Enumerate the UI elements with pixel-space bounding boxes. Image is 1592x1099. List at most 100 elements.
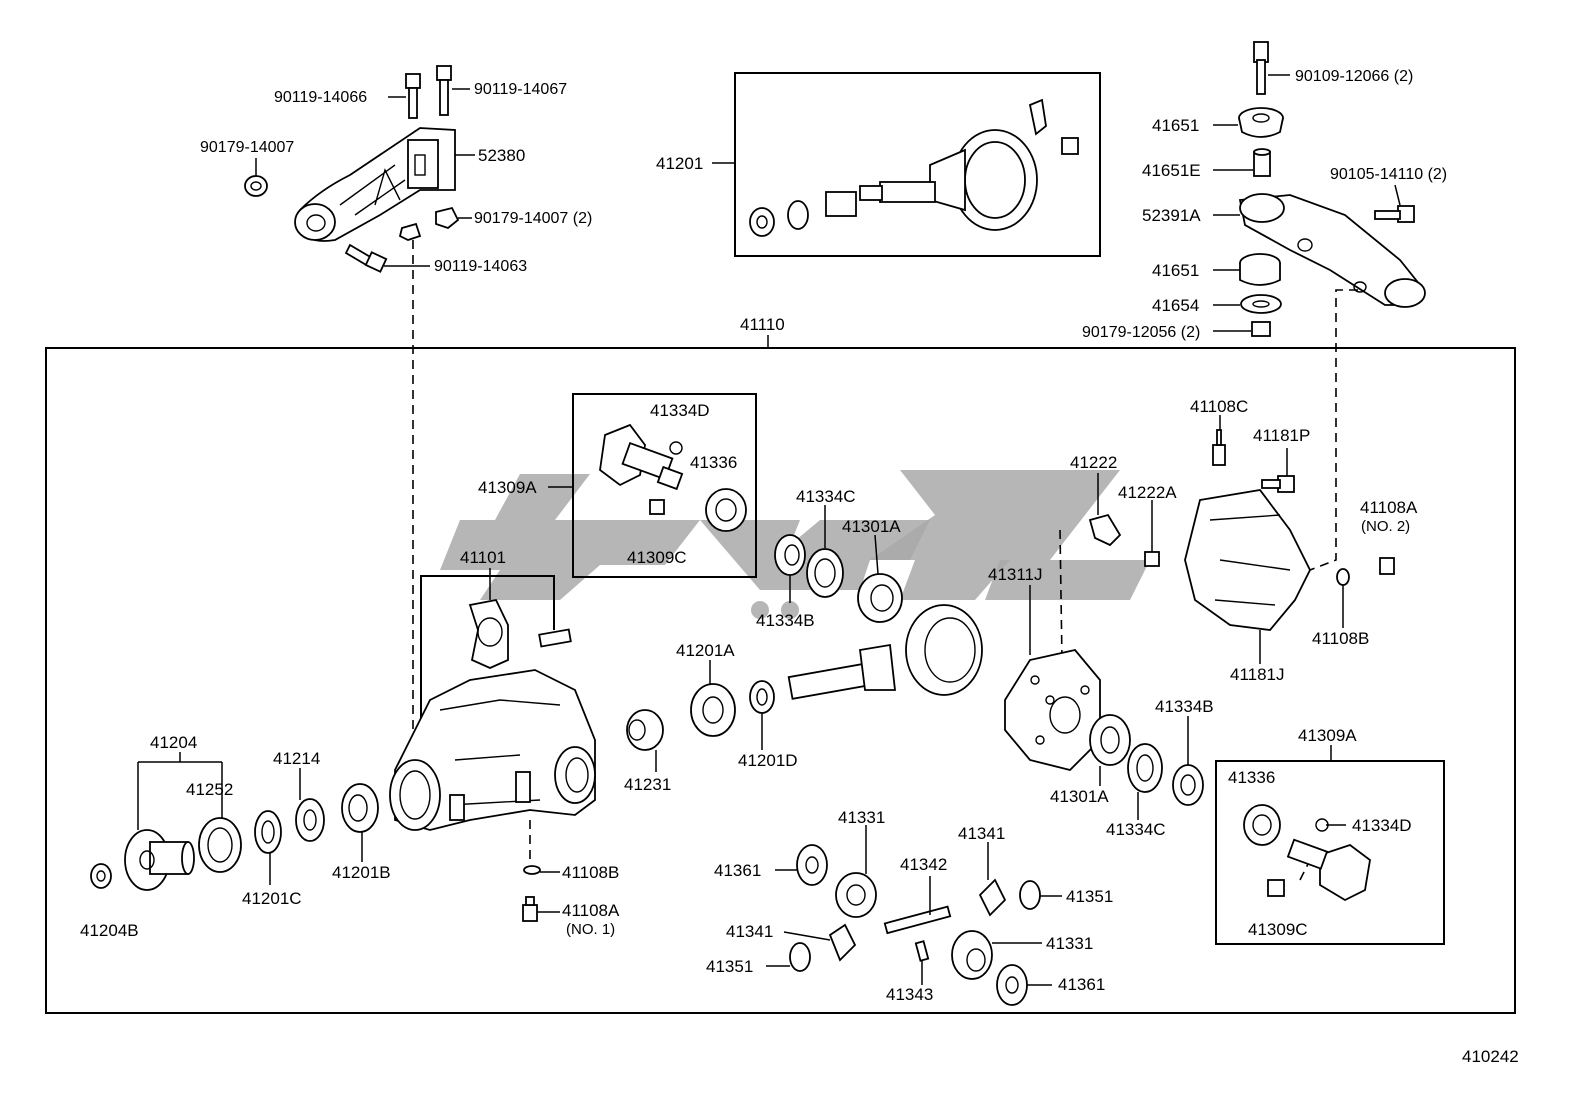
mount-arm-52391A — [1238, 193, 1426, 308]
bolt-90119-14063 — [344, 243, 388, 273]
seal-41252 — [198, 817, 242, 873]
mount-bracket-52380 — [294, 127, 456, 242]
label-41181J: 41181J — [1230, 665, 1285, 684]
label-41334C-top: 41334C — [796, 487, 856, 506]
bearing-41301A-top — [857, 573, 903, 623]
companion-flange-41204 — [124, 829, 195, 891]
plug-41108A-no1 — [522, 896, 538, 922]
label-41331-top: 41331 — [838, 808, 885, 827]
washer-41361-left — [796, 844, 828, 886]
spacer-41231 — [626, 709, 664, 751]
nut-90179-12056 — [1251, 321, 1271, 337]
box-41309A-right — [1215, 760, 1445, 945]
side-gear-41331-top — [835, 872, 877, 918]
label-41311J: 41311J — [988, 565, 1043, 584]
bearing-41334B-top — [774, 534, 806, 576]
slinger-41214 — [295, 798, 325, 842]
label-41309C-box: 41309C — [627, 548, 687, 567]
bracket-41101 — [420, 575, 555, 752]
label-41108B-right: 41108B — [1312, 629, 1369, 648]
label-41336-box: 41336 — [690, 453, 737, 472]
shim-41334C-bottom — [1127, 743, 1163, 793]
label-41342: 41342 — [900, 855, 947, 874]
label-41201C: 41201C — [242, 889, 302, 908]
label-52380: 52380 — [478, 146, 525, 165]
nut-90179-14007-2 — [398, 206, 460, 241]
axle-shaft-41309A-upper — [599, 423, 747, 532]
label-41201A: 41201A — [676, 641, 735, 660]
label-41108B-left: 41108B — [562, 863, 619, 882]
shim-41334C-top — [806, 548, 844, 598]
label-41214: 41214 — [273, 749, 320, 768]
label-41252: 41252 — [186, 780, 233, 799]
label-41110: 41110 — [740, 315, 785, 334]
label-41334B-top: 41334B — [756, 611, 815, 630]
label-41204: 41204 — [150, 733, 197, 752]
washer-41654 — [1240, 294, 1282, 314]
label-52391A: 52391A — [1142, 206, 1201, 225]
label-41361-left: 41361 — [714, 861, 761, 880]
label-41331-bottom: 41331 — [1046, 934, 1093, 953]
label-41341-left: 41341 — [726, 922, 773, 941]
label-90105-14110-2: 90105-14110 (2) — [1330, 166, 1447, 183]
label-90109-12066-2: 90109-12066 (2) — [1295, 68, 1413, 85]
bolt-90119-14066 — [405, 73, 421, 119]
plug-41108A-no2 — [1379, 557, 1395, 575]
bearing-41201B — [341, 783, 379, 833]
assembly-frame-41110 — [45, 347, 1516, 1014]
label-41222A: 41222A — [1118, 483, 1177, 502]
watermark-logo — [440, 470, 1150, 619]
washer-41351-left — [789, 942, 811, 972]
bolt-41181P — [1261, 475, 1295, 493]
label-90179-12056-2: 90179-12056 (2) — [1082, 324, 1200, 341]
label-41361-bottom: 41361 — [1058, 975, 1105, 994]
drive-pinion-41201 — [787, 604, 983, 700]
label-41334B-right: 41334B — [1155, 697, 1214, 716]
label-41351-left: 41351 — [706, 957, 753, 976]
bearing-41334B-right — [1172, 764, 1204, 806]
label-41334D-right: 41334D — [1352, 816, 1412, 835]
label-41334C-bottom: 41334C — [1106, 820, 1166, 839]
label-41101: 41101 — [460, 548, 506, 567]
differential-carrier-41110-housing — [389, 669, 596, 831]
label-41351-right: 41351 — [1066, 887, 1113, 906]
bearing-41301A-bottom — [1089, 714, 1131, 766]
washer-41201D — [749, 680, 775, 714]
label-41108A-no2-sub: (NO. 2) — [1361, 518, 1410, 535]
label-41651-top: 41651 — [1152, 116, 1199, 135]
box-41201 — [734, 72, 1101, 257]
bolt-90109-12066 — [1253, 41, 1269, 95]
washer-41361-bottom — [996, 964, 1028, 1006]
label-90179-14007: 90179-14007 — [200, 139, 294, 156]
label-41654: 41654 — [1152, 296, 1199, 315]
label-41204B: 41204B — [80, 921, 139, 940]
label-41341-top: 41341 — [958, 824, 1005, 843]
label-41309A-right: 41309A — [1298, 726, 1357, 745]
bearing-41201A — [690, 683, 736, 737]
cushion-41651-top — [1238, 107, 1284, 138]
label-41651-bottom: 41651 — [1152, 261, 1199, 280]
pinion-41341-top — [978, 878, 1007, 917]
label-41301A-top: 41301A — [842, 517, 901, 536]
spacer-41201C — [254, 810, 282, 854]
breather-41108C — [1212, 429, 1226, 466]
axle-shaft-41309A-right — [1243, 804, 1371, 902]
label-41108A-no1-sub: (NO. 1) — [566, 921, 615, 938]
label-90119-14066: 90119-14066 — [274, 89, 367, 106]
label-41309A-box: 41309A — [478, 478, 537, 497]
label-90119-14063: 90119-14063 — [434, 258, 527, 275]
pinion-41341-left — [828, 923, 857, 962]
diff-cover-41181J — [1184, 489, 1312, 631]
washer-41351-right — [1019, 880, 1041, 910]
label-41108A-no2: 41108A — [1360, 498, 1418, 517]
nut-90179-14007 — [244, 175, 268, 197]
box-41309A-upper — [572, 393, 757, 578]
label-90179-14007-2: 90179-14007 (2) — [474, 210, 592, 227]
label-41309C-right: 41309C — [1248, 920, 1308, 939]
figure-number: 410242 — [1462, 1047, 1519, 1066]
bracket-41222 — [1088, 513, 1160, 567]
label-90119-14067: 90119-14067 — [474, 81, 567, 98]
bolt-90119-14067 — [436, 65, 452, 116]
bearing-cap-41101 — [468, 598, 572, 669]
